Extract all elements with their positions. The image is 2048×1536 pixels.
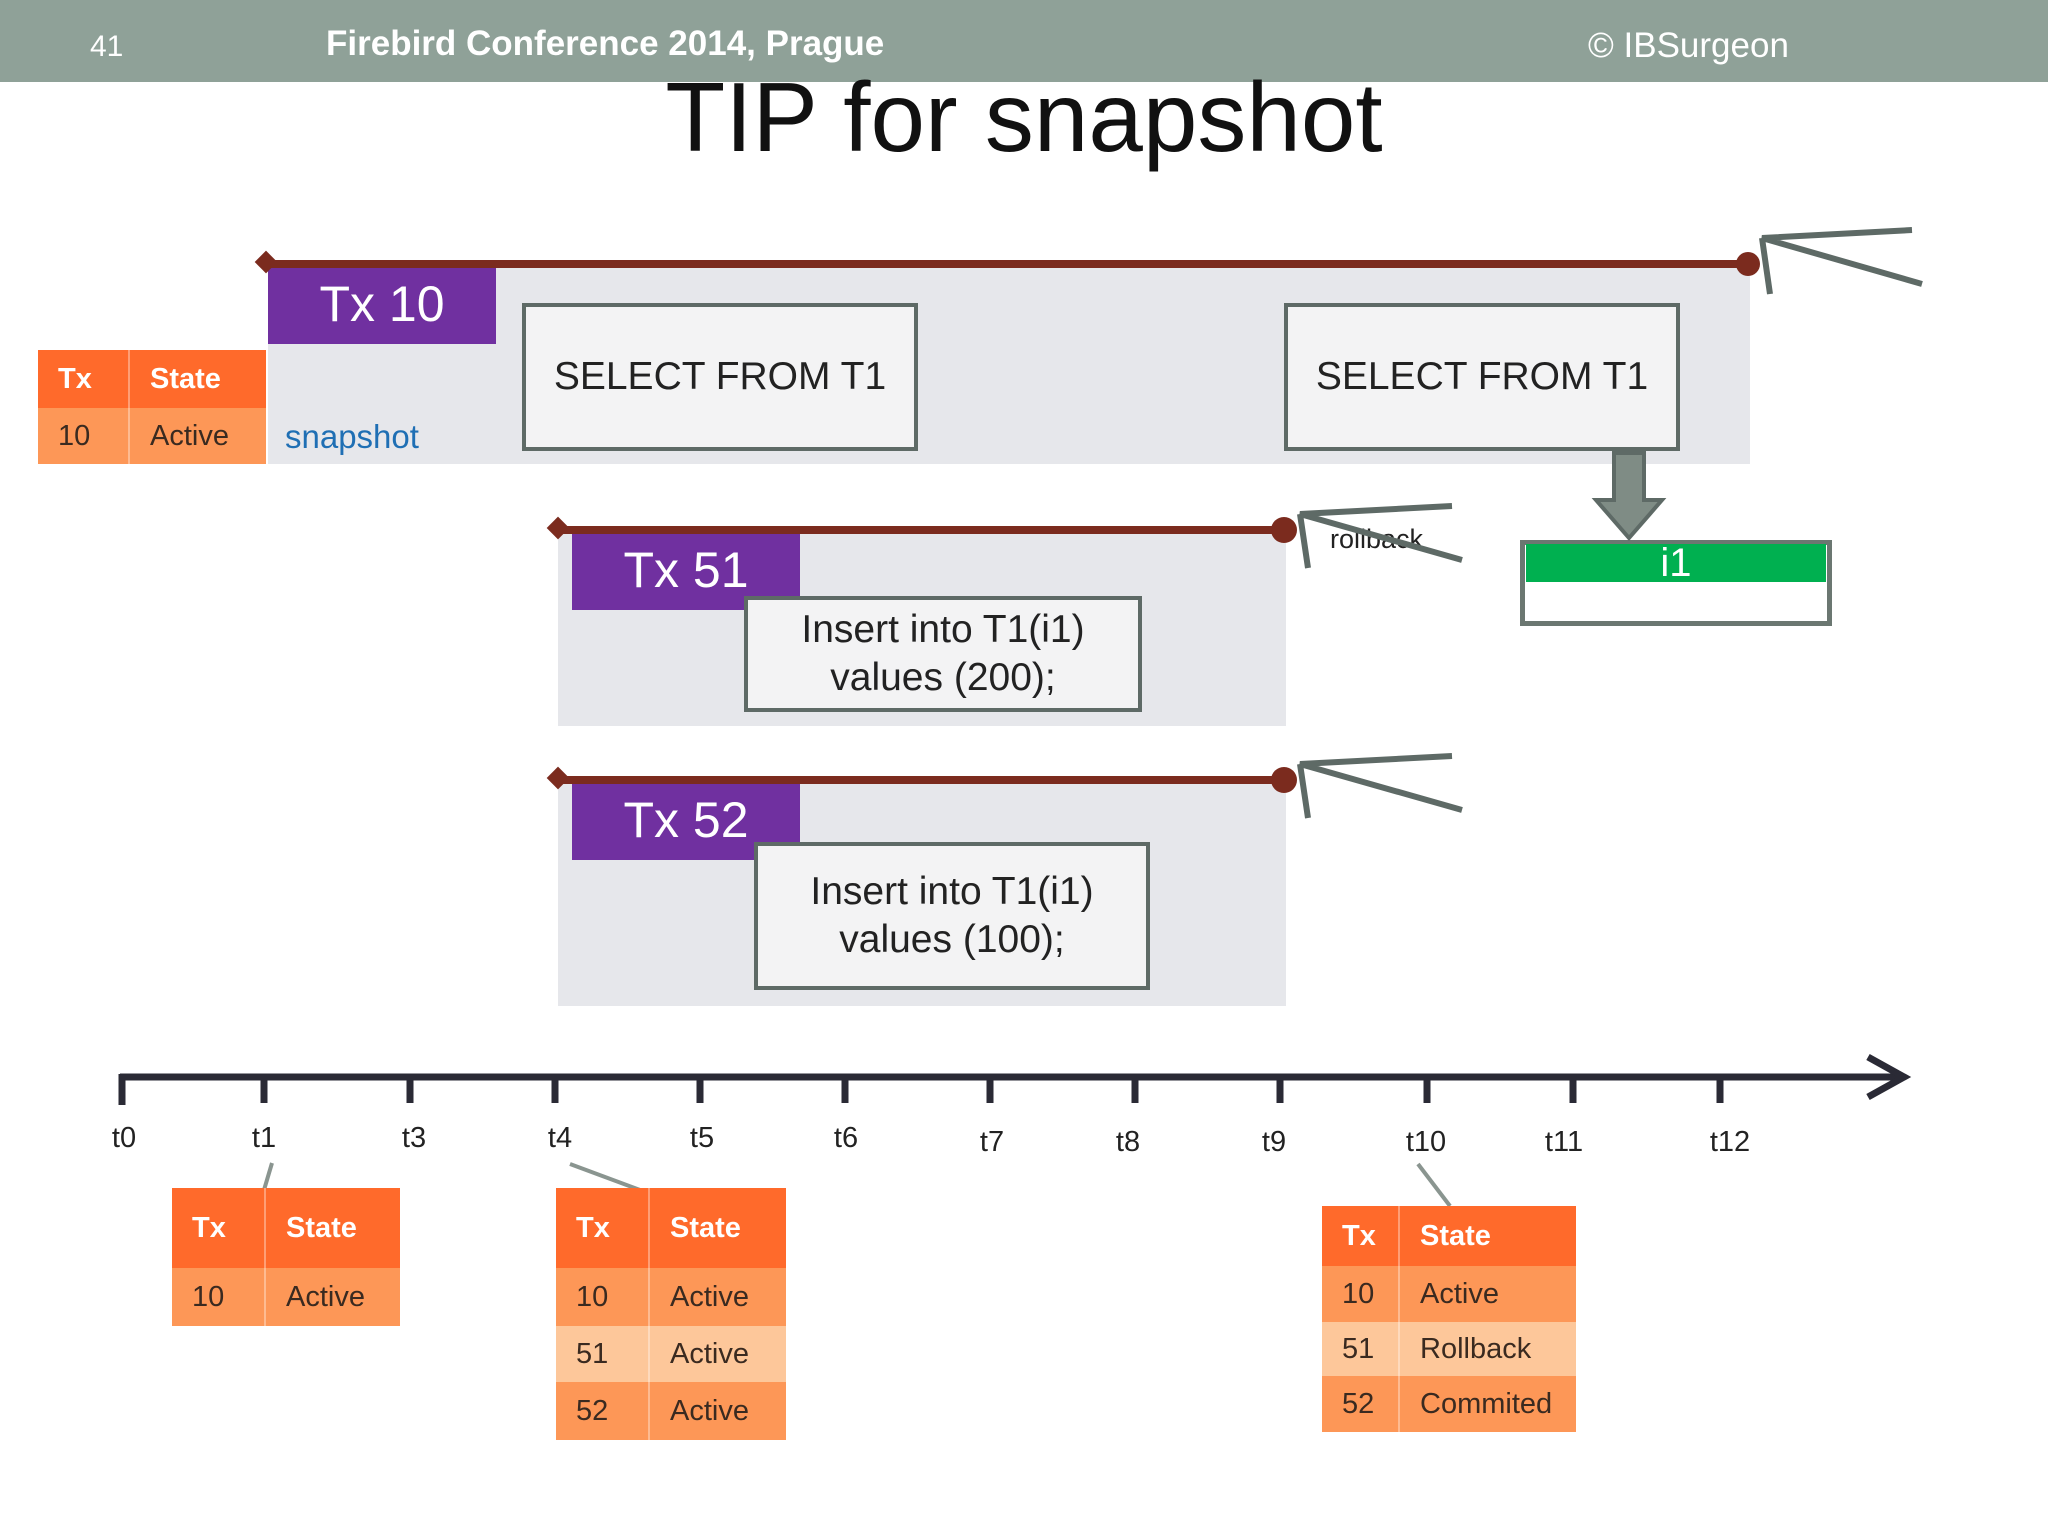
tx10-label: Tx 10 [268, 264, 496, 344]
copyright: © IBSurgeon [1588, 26, 1789, 65]
tick-label-t1: t1 [251, 1122, 277, 1154]
tx10-select-box-2: SELECT FROM T1 [1284, 303, 1680, 451]
tip-t1-header-tx: Tx [172, 1188, 265, 1268]
tx10-end-marker [1736, 252, 1760, 276]
tx51-start-marker [546, 516, 570, 540]
conference-title: Firebird Conference 2014, Prague [326, 24, 885, 63]
tx51-end-marker [1271, 517, 1297, 543]
tx10-select-text-1: SELECT FROM T1 [553, 355, 887, 398]
tip-top-header-tx: Tx [38, 350, 129, 408]
tip-t1-row0-tx: 10 [172, 1268, 265, 1326]
tip-t4-row0-state: Active [648, 1268, 786, 1326]
tip-t10-row2-state: Commited [1398, 1376, 1576, 1432]
tx52-start-marker [546, 766, 570, 790]
slide-number: 41 [90, 30, 124, 63]
tick-label-t3: t3 [401, 1122, 427, 1154]
tip-t4-header-state: State [648, 1188, 786, 1268]
tip-t4-row2-state: Active [648, 1382, 786, 1440]
tick-label-t7: t7 [979, 1126, 1005, 1158]
snapshot-label: snapshot [285, 418, 419, 455]
tx51-insert-line1: Insert into T1(i1) [801, 608, 1085, 651]
tip-table-t10: Tx State 10 Active 51 Rollback 52 Commit… [1322, 1206, 1576, 1432]
tick-label-t10: t10 [1405, 1126, 1447, 1158]
timeline-arrowhead-icon [1866, 1053, 1912, 1101]
connector-t4 [569, 1162, 641, 1192]
tip-t4-row1-state: Active [648, 1326, 786, 1382]
tick-label-t9: t9 [1261, 1126, 1287, 1158]
tip-top-header-state: State [128, 350, 266, 408]
tip-t10-row0-tx: 10 [1322, 1266, 1399, 1322]
tip-t10-row1-tx: 51 [1322, 1322, 1399, 1376]
tip-t4-row2-tx: 52 [556, 1382, 649, 1440]
tick-label-t11: t11 [1544, 1126, 1584, 1158]
tip-t10-header-state: State [1398, 1206, 1576, 1266]
timeline-ticks [118, 1074, 1724, 1105]
tip-top-row0-tx: 10 [38, 408, 129, 464]
tip-t10-row0-state: Active [1398, 1266, 1576, 1322]
slide-title: TIP for snapshot [665, 62, 1383, 172]
connector-t10 [1416, 1162, 1452, 1208]
tick-label-t4: t4 [547, 1122, 573, 1154]
tip-top-row0-state: Active [128, 408, 266, 464]
tip-t10-row1-state: Rollback [1398, 1322, 1576, 1376]
tx52-end-arrow-icon [1297, 753, 1463, 819]
tx52-insert-line1: Insert into T1(i1) [810, 870, 1094, 913]
tx10-select-box-1: SELECT FROM T1 [522, 303, 918, 451]
tip-t10-row2-tx: 52 [1322, 1376, 1399, 1432]
tip-table-t1: Tx State 10 Active [172, 1188, 400, 1326]
tip-t10-header-tx: Tx [1322, 1206, 1399, 1266]
tip-table-t4: Tx State 10 Active 51 Active 52 Active [556, 1188, 786, 1440]
tx10-end-arrow-icon [1759, 227, 1923, 295]
tx10-select-text-2: SELECT FROM T1 [1315, 355, 1649, 398]
record-i1-label: i1 [1526, 541, 1826, 585]
tick-label-t12: t12 [1709, 1126, 1751, 1158]
tip-t1-row0-state: Active [264, 1268, 400, 1326]
tick-label-t6: t6 [833, 1122, 859, 1154]
tx51-insert-line2: values (200); [830, 656, 1056, 699]
tick-label-t5: t5 [689, 1122, 715, 1154]
tip-table-top: Tx State 10 Active [38, 350, 266, 464]
tip-t4-header-tx: Tx [556, 1188, 649, 1268]
tip-t4-row1-tx: 51 [556, 1326, 649, 1382]
connector-t1 [262, 1162, 274, 1191]
tick-label-t0: t0 [111, 1122, 137, 1154]
tip-t4-row0-tx: 10 [556, 1268, 649, 1326]
tx52-end-marker [1271, 767, 1297, 793]
header-bar [0, 0, 2048, 82]
tx10-start-marker [254, 250, 278, 274]
tx51-insert-box: Insert into T1(i1) values (200); [744, 596, 1142, 712]
tx51-end-arrow-icon [1297, 503, 1463, 569]
tx52-insert-line2: values (100); [839, 918, 1065, 961]
down-arrow-icon [1591, 451, 1667, 542]
tip-t1-header-state: State [264, 1188, 400, 1268]
tx52-insert-box: Insert into T1(i1) values (100); [754, 842, 1150, 990]
tick-label-t8: t8 [1115, 1126, 1141, 1158]
